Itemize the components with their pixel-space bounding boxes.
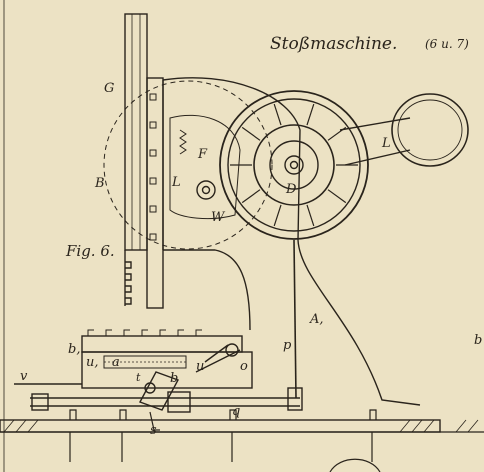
flywheel xyxy=(219,90,369,240)
label-B: B xyxy=(95,176,105,191)
label-F: F xyxy=(198,147,208,162)
inner-window xyxy=(169,114,241,220)
slider-block xyxy=(146,77,164,309)
label-b-lower: b xyxy=(170,371,179,386)
label-v: v xyxy=(20,369,28,384)
label-p: p xyxy=(283,338,292,353)
label-D: D xyxy=(286,182,297,197)
plate-subtitle: (6 u. 7) xyxy=(425,37,469,51)
figure-label: Fig. 6. xyxy=(66,242,115,260)
flywheel-spoke xyxy=(306,103,315,126)
flywheel-spoke xyxy=(273,103,282,126)
label-q: q xyxy=(232,404,241,419)
label-G: G xyxy=(104,81,115,96)
label-W: W xyxy=(211,210,225,225)
label-L-inner: L xyxy=(172,175,181,190)
feed-box xyxy=(81,351,253,389)
anchor-bolts xyxy=(69,409,377,462)
flywheel-spoke xyxy=(306,204,315,227)
label-o: o xyxy=(240,359,248,374)
plate-title: Stoßmaschine. xyxy=(270,34,398,54)
rack-teeth xyxy=(124,250,132,306)
flywheel-spoke xyxy=(273,204,282,227)
label-a: a xyxy=(112,355,120,370)
ratchet-linkage xyxy=(139,344,241,411)
lever-ring xyxy=(391,93,469,167)
label-s: s xyxy=(150,423,157,438)
flywheel-spoke xyxy=(241,189,261,204)
base-plate xyxy=(0,419,441,433)
label-t: t xyxy=(136,371,141,384)
work-table xyxy=(81,335,243,353)
flywheel-spoke xyxy=(327,189,347,204)
label-u: u xyxy=(196,359,205,374)
lever-arm xyxy=(339,117,411,166)
push-rod xyxy=(293,239,297,399)
machine-frame xyxy=(162,77,421,406)
flywheel-spoke xyxy=(241,126,261,141)
label-L-lever: L xyxy=(382,136,391,151)
spring xyxy=(179,129,187,155)
label-u1: u, xyxy=(86,355,99,370)
label-b-right: b xyxy=(474,333,483,348)
swing-circle xyxy=(103,80,273,250)
flywheel-spokes xyxy=(230,103,358,227)
vertical-column xyxy=(124,13,148,251)
label-b1: b, xyxy=(68,342,81,357)
label-A: A, xyxy=(310,312,324,327)
